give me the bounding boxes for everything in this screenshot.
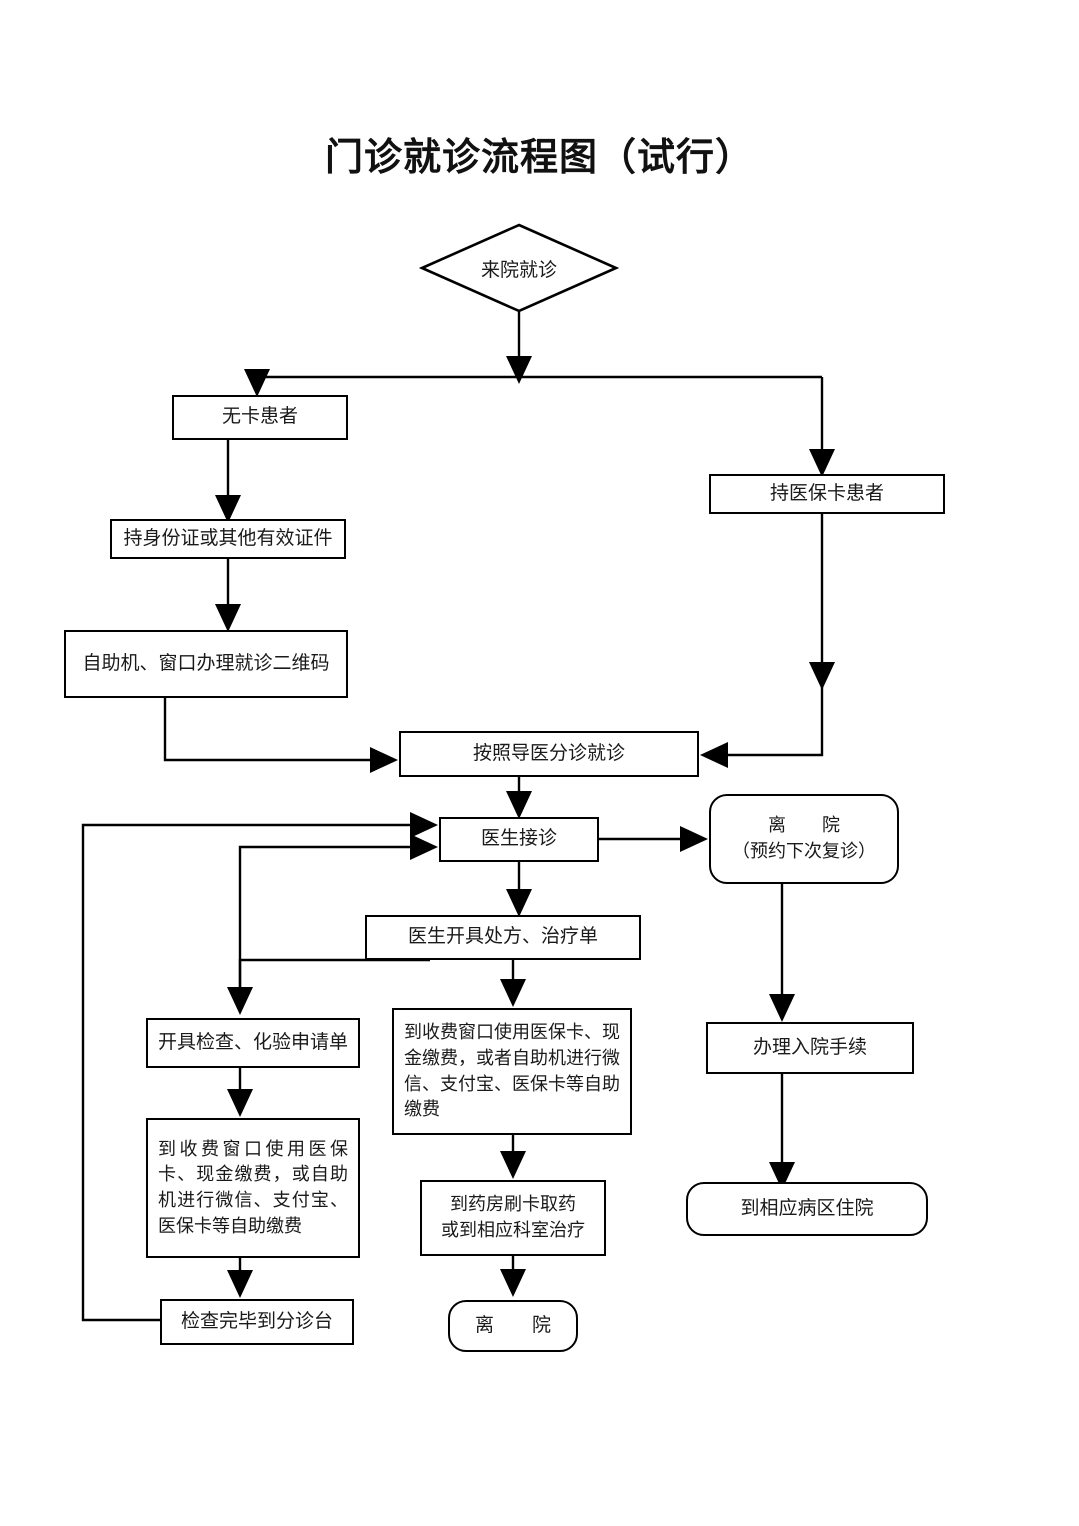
arrowhead-payrx [500,979,526,1007]
node-start-label: 来院就诊 [480,259,557,281]
node-pharmacy-label: 到药房刷卡取药 或到相应科室治疗 [441,1194,585,1240]
arrowhead-start-down [506,356,532,384]
node-pay-for-exam-label: 到收费窗口使用医保卡、现金缴费，或自助机进行微信、支付宝、医保卡等自助缴费 [158,1138,348,1236]
node-pay-for-prescription[interactable]: 到收费窗口使用医保卡、现金缴费，或者自助机进行微信、支付宝、医保卡等自助缴费 [392,1008,632,1135]
node-triage-label: 按照导医分诊就诊 [472,742,625,764]
arrowhead-exam [227,987,253,1015]
arrowhead-prescription [506,889,532,917]
edge-withcard-to-triage [715,512,824,757]
node-admission-label: 办理入院手续 [752,1036,867,1058]
node-pharmacy[interactable]: 到药房刷卡取药 或到相应科室治疗 [420,1180,606,1256]
arrowhead-leave [500,1269,526,1297]
node-leave-with-followup[interactable]: 离 院 （预约下次复诊） [709,794,899,884]
node-id-document[interactable]: 持身份证或其他有效证件 [110,519,346,559]
arrowhead-withcard [809,449,835,477]
arrowhead-qr [215,604,241,632]
node-qr-code-label: 自助机、窗口办理就诊二维码 [82,652,330,674]
node-leave-label: 离 院 [474,1314,551,1336]
node-prescription-label: 医生开具处方、治疗单 [407,926,598,948]
node-leave[interactable]: 离 院 [448,1300,578,1352]
edge-prescription-to-exam [238,958,430,1005]
page-title: 门诊就诊流程图（试行） [324,137,754,179]
node-triage[interactable]: 按照导医分诊就诊 [399,731,699,777]
node-qr-code[interactable]: 自助机、窗口办理就诊二维码 [64,630,348,698]
arrowhead-withcard-mid [809,662,835,690]
arrowhead-triage-right [700,742,728,768]
node-prescription[interactable]: 医生开具处方、治疗单 [365,915,641,960]
node-exam-order-label: 开具检查、化验申请单 [157,1031,348,1053]
arrowhead-doctor [506,791,532,819]
arrowhead-admission [769,994,795,1022]
node-no-card-label: 无卡患者 [221,406,298,428]
node-back-to-triage-label: 检查完毕到分诊台 [180,1310,333,1332]
arrowhead-leavefollowup [680,826,708,852]
node-leave-with-followup-label: 离 院 （预约下次复诊） [732,815,876,861]
arrowhead-nocard [244,369,270,397]
arrowhead-doctor-loop-outer [410,812,438,838]
node-back-to-triage[interactable]: 检查完毕到分诊台 [160,1299,354,1345]
node-doctor-consult-label: 医生接诊 [480,828,557,850]
node-with-card-label: 持医保卡患者 [769,482,884,504]
node-start[interactable]: 来院就诊 [418,222,620,314]
diamond-shape [418,223,620,313]
arrowhead-doctor-loop-inner [410,834,438,860]
arrowhead-back [227,1270,253,1298]
node-with-card[interactable]: 持医保卡患者 [709,474,945,514]
edge-qr-to-triage [163,696,383,762]
arrowhead-triage-left [370,747,398,773]
arrowhead-payexam [227,1089,253,1117]
node-pay-for-exam[interactable]: 到收费窗口使用医保卡、现金缴费，或自助机进行微信、支付宝、医保卡等自助缴费 [146,1118,360,1258]
node-id-document-label: 持身份证或其他有效证件 [123,527,333,549]
node-ward[interactable]: 到相应病区住院 [686,1182,928,1236]
node-ward-label: 到相应病区住院 [740,1197,874,1219]
node-pay-for-prescription-label: 到收费窗口使用医保卡、现金缴费，或者自助机进行微信、支付宝、医保卡等自助缴费 [404,1022,620,1120]
arrowhead-pharmacy [500,1151,526,1179]
node-doctor-consult[interactable]: 医生接诊 [439,817,599,862]
node-admission[interactable]: 办理入院手续 [706,1022,914,1074]
node-no-card[interactable]: 无卡患者 [172,395,348,440]
node-exam-order[interactable]: 开具检查、化验申请单 [146,1018,360,1068]
